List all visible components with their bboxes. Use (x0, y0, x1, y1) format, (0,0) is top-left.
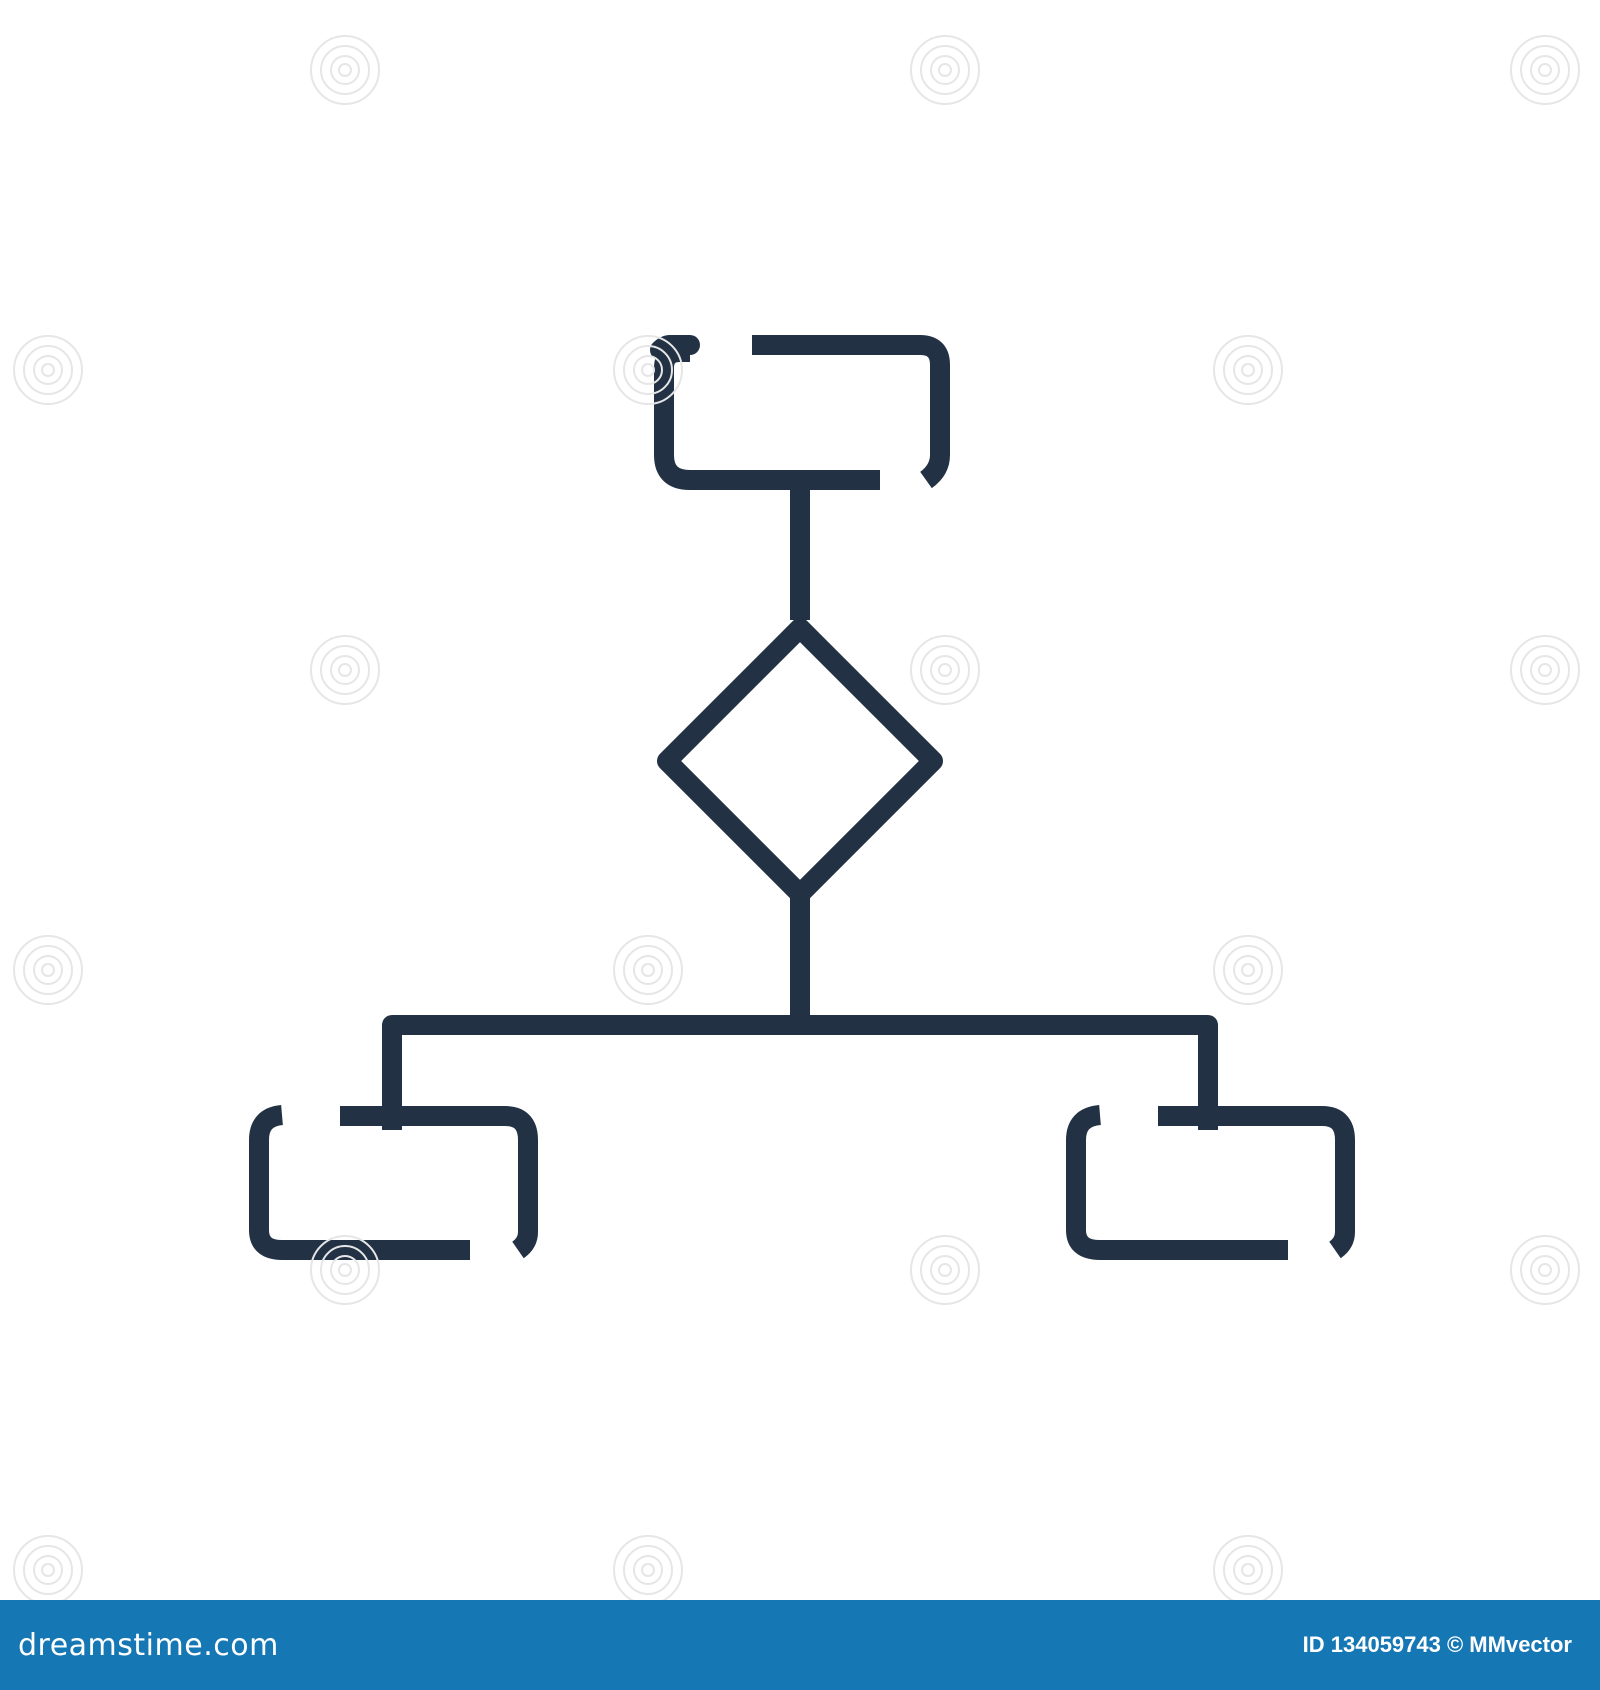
decision-diamond (657, 618, 943, 904)
top-process-box (650, 335, 950, 490)
bottom-left-box-outline-right (340, 1106, 538, 1259)
flowchart-illustration (249, 335, 1355, 1260)
bottom-right-box-outline (1066, 1105, 1288, 1260)
image-credit: ID 134059743 © MMvector (1302, 1632, 1572, 1657)
top-box-outline (654, 342, 880, 490)
branch-line (382, 1015, 1218, 1130)
top-box-outline-right (752, 335, 950, 489)
bottom-left-box-outline (249, 1105, 470, 1260)
brand-logo-text[interactable]: dreamstime.com (18, 1627, 279, 1663)
bottom-right-box-outline-right (1158, 1106, 1355, 1259)
footer-bar: dreamstime.com ID 134059743 © MMvector (0, 1600, 1600, 1690)
flowchart-icon (249, 335, 1355, 1260)
